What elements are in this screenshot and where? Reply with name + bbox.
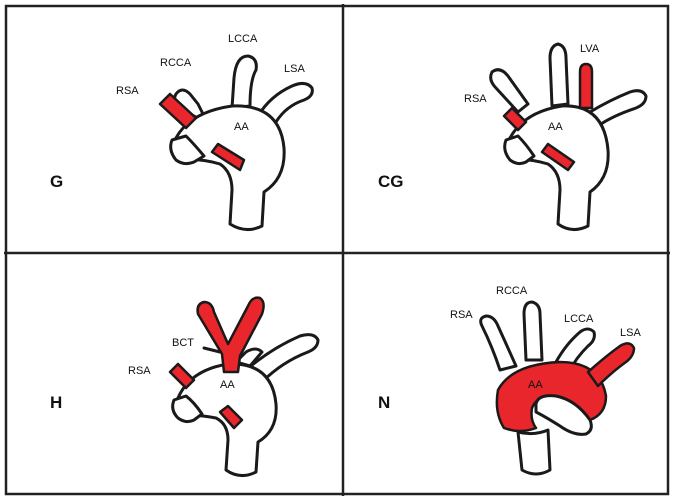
n-label-rsa: RSA — [450, 309, 473, 321]
g-label-lcca: LCCA — [228, 33, 258, 45]
cg-label-aa: AA — [548, 121, 563, 133]
cg-label-rsa: RSA — [464, 93, 487, 105]
g-label-lsa: LSA — [284, 63, 305, 75]
cg-lva-vessel — [580, 64, 592, 108]
panel-h-diagram: BCT RSA AA — [128, 298, 318, 476]
g-lcca-vessel — [232, 56, 256, 108]
n-label-lsa: LSA — [620, 327, 641, 339]
g-label-aa: AA — [234, 121, 249, 133]
n-rcca-vessel — [524, 302, 542, 360]
n-descending-aorta — [518, 430, 550, 474]
g-label-rcca: RCCA — [160, 57, 192, 69]
cg-lcca-vessel — [550, 44, 568, 106]
h-rsa-vessel — [170, 364, 194, 388]
n-lsa-vessel — [588, 343, 634, 386]
n-label-lcca: LCCA — [564, 313, 594, 325]
h-label-rsa: RSA — [128, 365, 151, 377]
h-label-bct: BCT — [172, 337, 194, 349]
n-rsa-vessel — [481, 316, 516, 370]
cg-label-lva: LVA — [580, 43, 600, 55]
cg-rsa-vessel — [504, 108, 526, 130]
n-label-rcca: RCCA — [496, 285, 528, 297]
h-label-aa: AA — [220, 379, 235, 391]
cg-rcca-vessel — [491, 70, 528, 112]
g-label-rsa: RSA — [116, 85, 139, 97]
n-label-aa: AA — [528, 379, 543, 391]
panel-g-diagram: RSA RCCA LCCA LSA AA — [116, 33, 312, 230]
panel-cg-diagram: LVA RSA AA — [464, 43, 646, 230]
panel-n-diagram: RSA RCCA LCCA LSA AA — [450, 285, 641, 474]
